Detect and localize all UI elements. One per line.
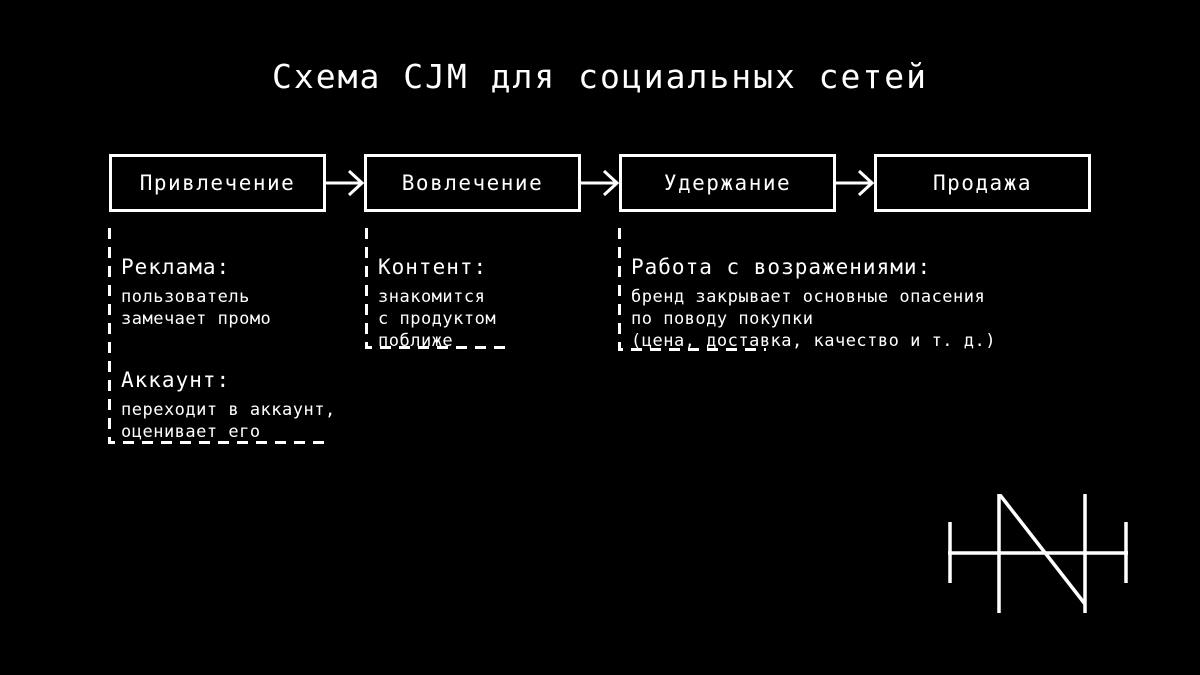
note-body-ads: пользователь замечает промо — [121, 287, 272, 329]
stage-box-sale: Продажа — [874, 154, 1091, 212]
note-engagement: Контент: знакомится с продуктом поближе — [365, 228, 508, 351]
note-heading-ads: Реклама: — [121, 255, 231, 279]
stage-label-engagement: Вовлечение — [401, 171, 544, 195]
stage-label-sale: Продажа — [932, 171, 1032, 195]
note-heading-account: Аккаунт: — [121, 368, 231, 392]
stage-label-attraction: Привлечение — [139, 171, 296, 195]
arrow-right-icon — [326, 169, 364, 197]
note-body-content: знакомится с продуктом поближе — [378, 287, 497, 351]
journey-flow: Привлечение Вовлечение Удержание Продажа — [109, 154, 1091, 212]
note-body-objections: бренд закрывает основные опасения по пов… — [631, 287, 996, 351]
note-attraction: Реклама: пользователь замечает промо Акк… — [108, 228, 340, 446]
note-heading-content: Контент: — [378, 255, 488, 279]
slide-title: Схема CJM для социальных сетей — [271, 57, 929, 96]
note-retention: Работа с возражениями: бренд закрывает о… — [618, 228, 996, 353]
hn-monogram-icon — [948, 493, 1128, 613]
dashed-l-border — [618, 228, 766, 351]
arrow-right-icon — [836, 169, 874, 197]
dashed-l-border — [108, 228, 329, 444]
dashed-l-border — [365, 228, 508, 349]
note-body-account: переходит в аккаунт, оценивает его — [121, 400, 336, 442]
stage-box-engagement: Вовлечение — [364, 154, 581, 212]
stage-box-attraction: Привлечение — [109, 154, 326, 212]
note-heading-objections: Работа с возражениями: — [631, 255, 932, 279]
stage-label-retention: Удержание — [663, 171, 792, 195]
arrow-right-icon — [581, 169, 619, 197]
stage-box-retention: Удержание — [619, 154, 836, 212]
